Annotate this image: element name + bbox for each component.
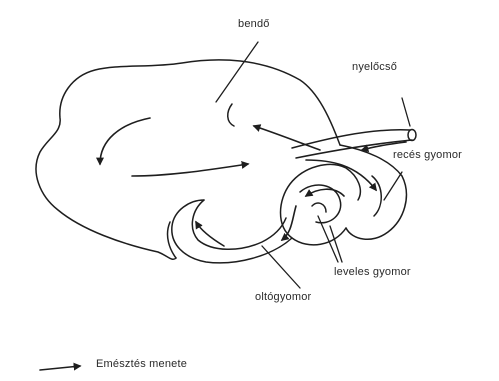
rumen-outline [36,60,340,259]
esophagus-opening [408,130,416,141]
legend-label: Emésztés menete [96,358,187,371]
flow-arrow-rumen-right [132,164,248,176]
omasum-inner-coil-2 [312,203,326,212]
label-esophagus: nyelőcső [352,61,397,74]
label-omasum: leveles gyomor [334,266,411,279]
label-rumen: bendő [238,18,270,31]
label-abomasum: oltógyomor [255,291,311,304]
leader-esophagus [402,98,410,126]
flow-arrow-rumen-left-down [100,118,150,164]
rumen-inner-fold [228,104,234,126]
abomasum-inner-outline [192,200,286,249]
leader-rumen [216,42,258,102]
esophagus-tube-upper [292,130,410,148]
leader-abomasum [262,246,300,288]
legend-arrow [40,366,80,370]
label-reticulum: recés gyomor [393,149,462,162]
leader-reticulum [384,172,402,200]
flow-arrow-rumen-up-left [254,126,320,150]
abomasum-outline [172,200,292,263]
reticulum-inner-outline [372,176,381,216]
